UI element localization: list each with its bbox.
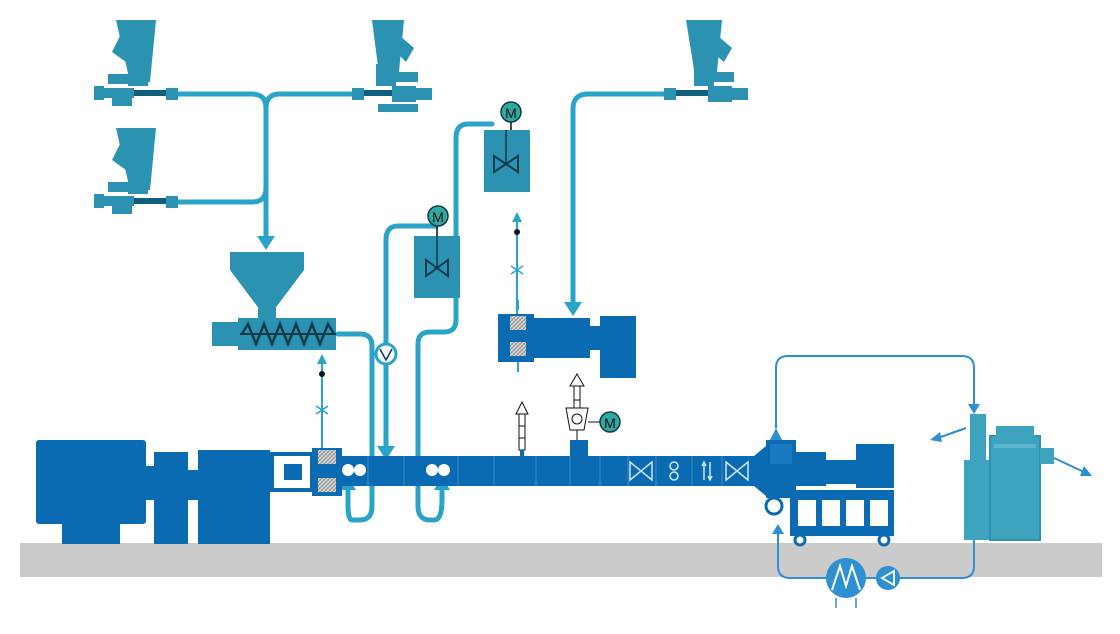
gravimetric-feeder-icon: [94, 128, 178, 214]
loop-arrow-up: [770, 428, 782, 440]
motor-label: M: [432, 209, 444, 225]
feed-lines: [175, 91, 671, 523]
vacuum-vent-icon: [565, 373, 600, 456]
valve-icon: [315, 405, 329, 415]
hopper-icon: [230, 252, 304, 322]
outlet-arrows: [930, 427, 1092, 476]
feed-arrow-side: [564, 302, 582, 316]
gear-pump-icon: [754, 440, 894, 498]
loop-arrow-down: [968, 404, 980, 414]
pelletizer-icon: [790, 490, 894, 547]
feed-arrow-barrel: [377, 446, 395, 460]
valve-icon: [514, 229, 520, 235]
drive-motor: [36, 440, 270, 544]
gravimetric-feeder-icon: [664, 20, 748, 102]
gravimetric-feeder-icon: [94, 20, 178, 106]
extruder-barrel-icon: [342, 456, 754, 486]
floor: [20, 543, 1102, 577]
motor-label: M: [505, 105, 517, 121]
pump-icon: [876, 566, 900, 590]
side-feeder: [498, 300, 636, 378]
valve-icon: [317, 354, 327, 364]
gravimetric-feeder-icon: [352, 20, 432, 112]
loop-arrow-up-2: [772, 524, 784, 534]
heat-exchanger-icon: [826, 558, 866, 608]
agitated-tank-icon: [484, 110, 530, 192]
pump-icon: [764, 496, 784, 516]
motor-icon: M: [500, 101, 522, 123]
check-valve-icon: [374, 342, 398, 366]
screw-conveyor-icon: [212, 318, 336, 350]
motor-icon: M: [599, 411, 621, 433]
coupling: [270, 448, 342, 496]
valve-icon: [512, 212, 522, 222]
valve-icon: [319, 371, 325, 377]
vacuum-vent-icon: [515, 400, 529, 456]
dryer-unit: [964, 414, 1054, 541]
agitated-tank-icon: [414, 214, 460, 298]
motor-icon: M: [427, 205, 449, 227]
valve-icon: [510, 265, 524, 275]
motor-label: M: [604, 415, 616, 431]
feed-arrow-hopper: [257, 236, 275, 250]
